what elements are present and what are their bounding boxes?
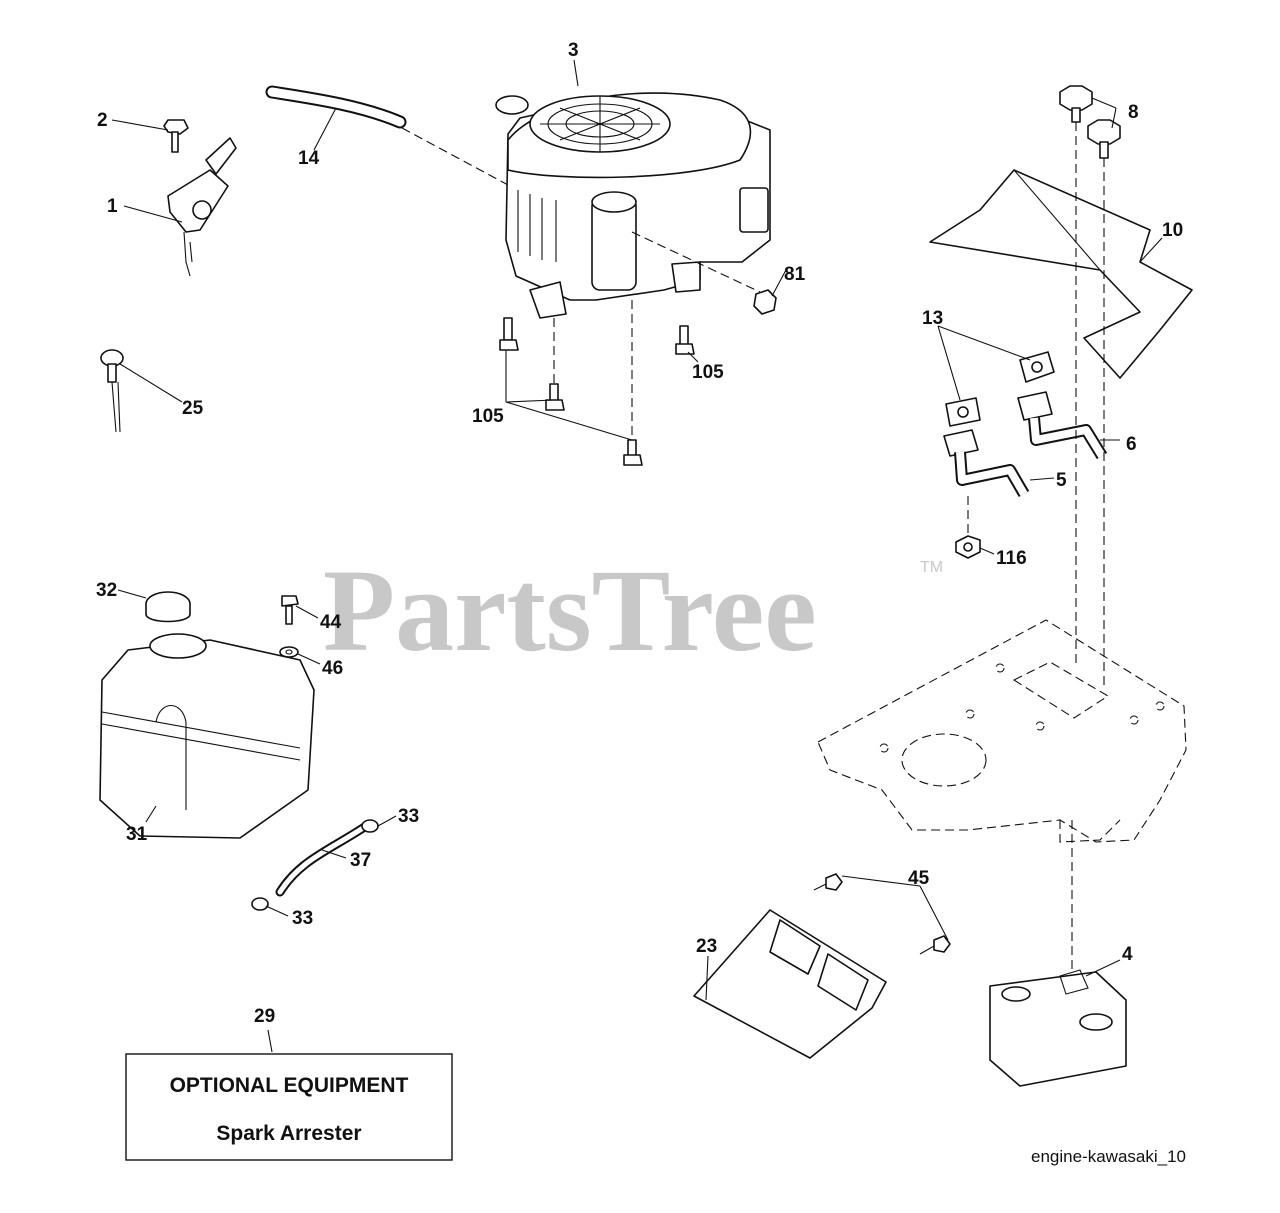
- choke-knob-part[interactable]: [100, 349, 124, 433]
- callout-32: 32: [96, 580, 117, 601]
- bolt-part-105b[interactable]: [545, 383, 565, 411]
- hose-dash-line: [401, 127, 511, 187]
- callout-81: 81: [784, 264, 806, 285]
- callout-14: 14: [298, 148, 320, 169]
- knob-part-8a[interactable]: [1059, 85, 1093, 123]
- screw-part-45b[interactable]: [919, 935, 951, 955]
- callout-31: 31: [126, 824, 148, 845]
- callout-13: 13: [922, 308, 943, 329]
- callout-5: 5: [1056, 470, 1067, 491]
- partstree-watermark: PartsTree: [323, 545, 817, 676]
- heat-shield-part[interactable]: [929, 169, 1193, 379]
- hose-clamp-part-33a[interactable]: [361, 819, 379, 833]
- exhaust-pipe-part-5[interactable]: [943, 429, 1030, 498]
- leader-lines: [111, 59, 1163, 1053]
- fuel-line-part[interactable]: [275, 821, 371, 897]
- knob-part-8b[interactable]: [1087, 119, 1121, 159]
- optional-equipment-title: OPTIONAL EQUIPMENT: [170, 1074, 409, 1097]
- washer-part-46[interactable]: [279, 646, 299, 658]
- callout-10: 10: [1162, 220, 1183, 241]
- fuel-hose-part[interactable]: [265, 85, 407, 129]
- callout-37: 37: [350, 850, 371, 871]
- callout-3: 3: [568, 40, 579, 61]
- engine-part[interactable]: [495, 92, 771, 319]
- callout-46: 46: [322, 658, 343, 679]
- exhaust-pipe-part-6[interactable]: [1017, 391, 1108, 460]
- hose-clamp-part-33b[interactable]: [251, 897, 269, 911]
- callout-23: 23: [696, 936, 717, 957]
- callout-116: 116: [996, 548, 1027, 569]
- callout-29: 29: [254, 1006, 275, 1027]
- screw-part-2[interactable]: [163, 119, 189, 153]
- callout-25: 25: [182, 398, 204, 419]
- callout-45: 45: [908, 868, 930, 889]
- spark-shield-part[interactable]: [693, 909, 887, 1059]
- screw-part-44[interactable]: [281, 595, 299, 625]
- gasket-part-13b[interactable]: [945, 397, 981, 427]
- bolt-part-105c[interactable]: [623, 439, 643, 466]
- callout-1: 1: [107, 196, 118, 217]
- trademark-mark: TM: [920, 559, 943, 576]
- frame-outline: [817, 619, 1187, 843]
- callout-33-top: 33: [398, 806, 419, 827]
- engine-dash-81: [631, 231, 761, 293]
- throttle-control-part[interactable]: [167, 137, 237, 277]
- spark-arrester-label: Spark Arrester: [216, 1122, 361, 1145]
- muffler-part[interactable]: [989, 969, 1127, 1087]
- callout-105-left: 105: [472, 406, 504, 427]
- fuel-tank-part[interactable]: [99, 633, 315, 839]
- callout-6: 6: [1126, 434, 1137, 455]
- gasket-part-13a[interactable]: [1019, 351, 1055, 383]
- screw-part-45a[interactable]: [813, 873, 843, 891]
- callout-4: 4: [1122, 944, 1133, 965]
- callout-33-bottom: 33: [292, 908, 313, 929]
- callout-2: 2: [97, 110, 108, 131]
- callout-44: 44: [320, 612, 342, 633]
- callout-8: 8: [1128, 102, 1139, 123]
- fuel-cap-part[interactable]: [145, 591, 191, 623]
- bolt-part-105a[interactable]: [499, 317, 519, 351]
- nut-part-116[interactable]: [955, 535, 981, 559]
- callout-105-right: 105: [692, 362, 724, 383]
- optional-equipment-box: OPTIONAL EQUIPMENT Spark Arrester: [125, 1053, 453, 1161]
- bolt-part-105d[interactable]: [675, 325, 695, 355]
- diagram-reference: engine-kawasaki_10: [1031, 1147, 1186, 1166]
- nut-part-81[interactable]: [753, 289, 777, 315]
